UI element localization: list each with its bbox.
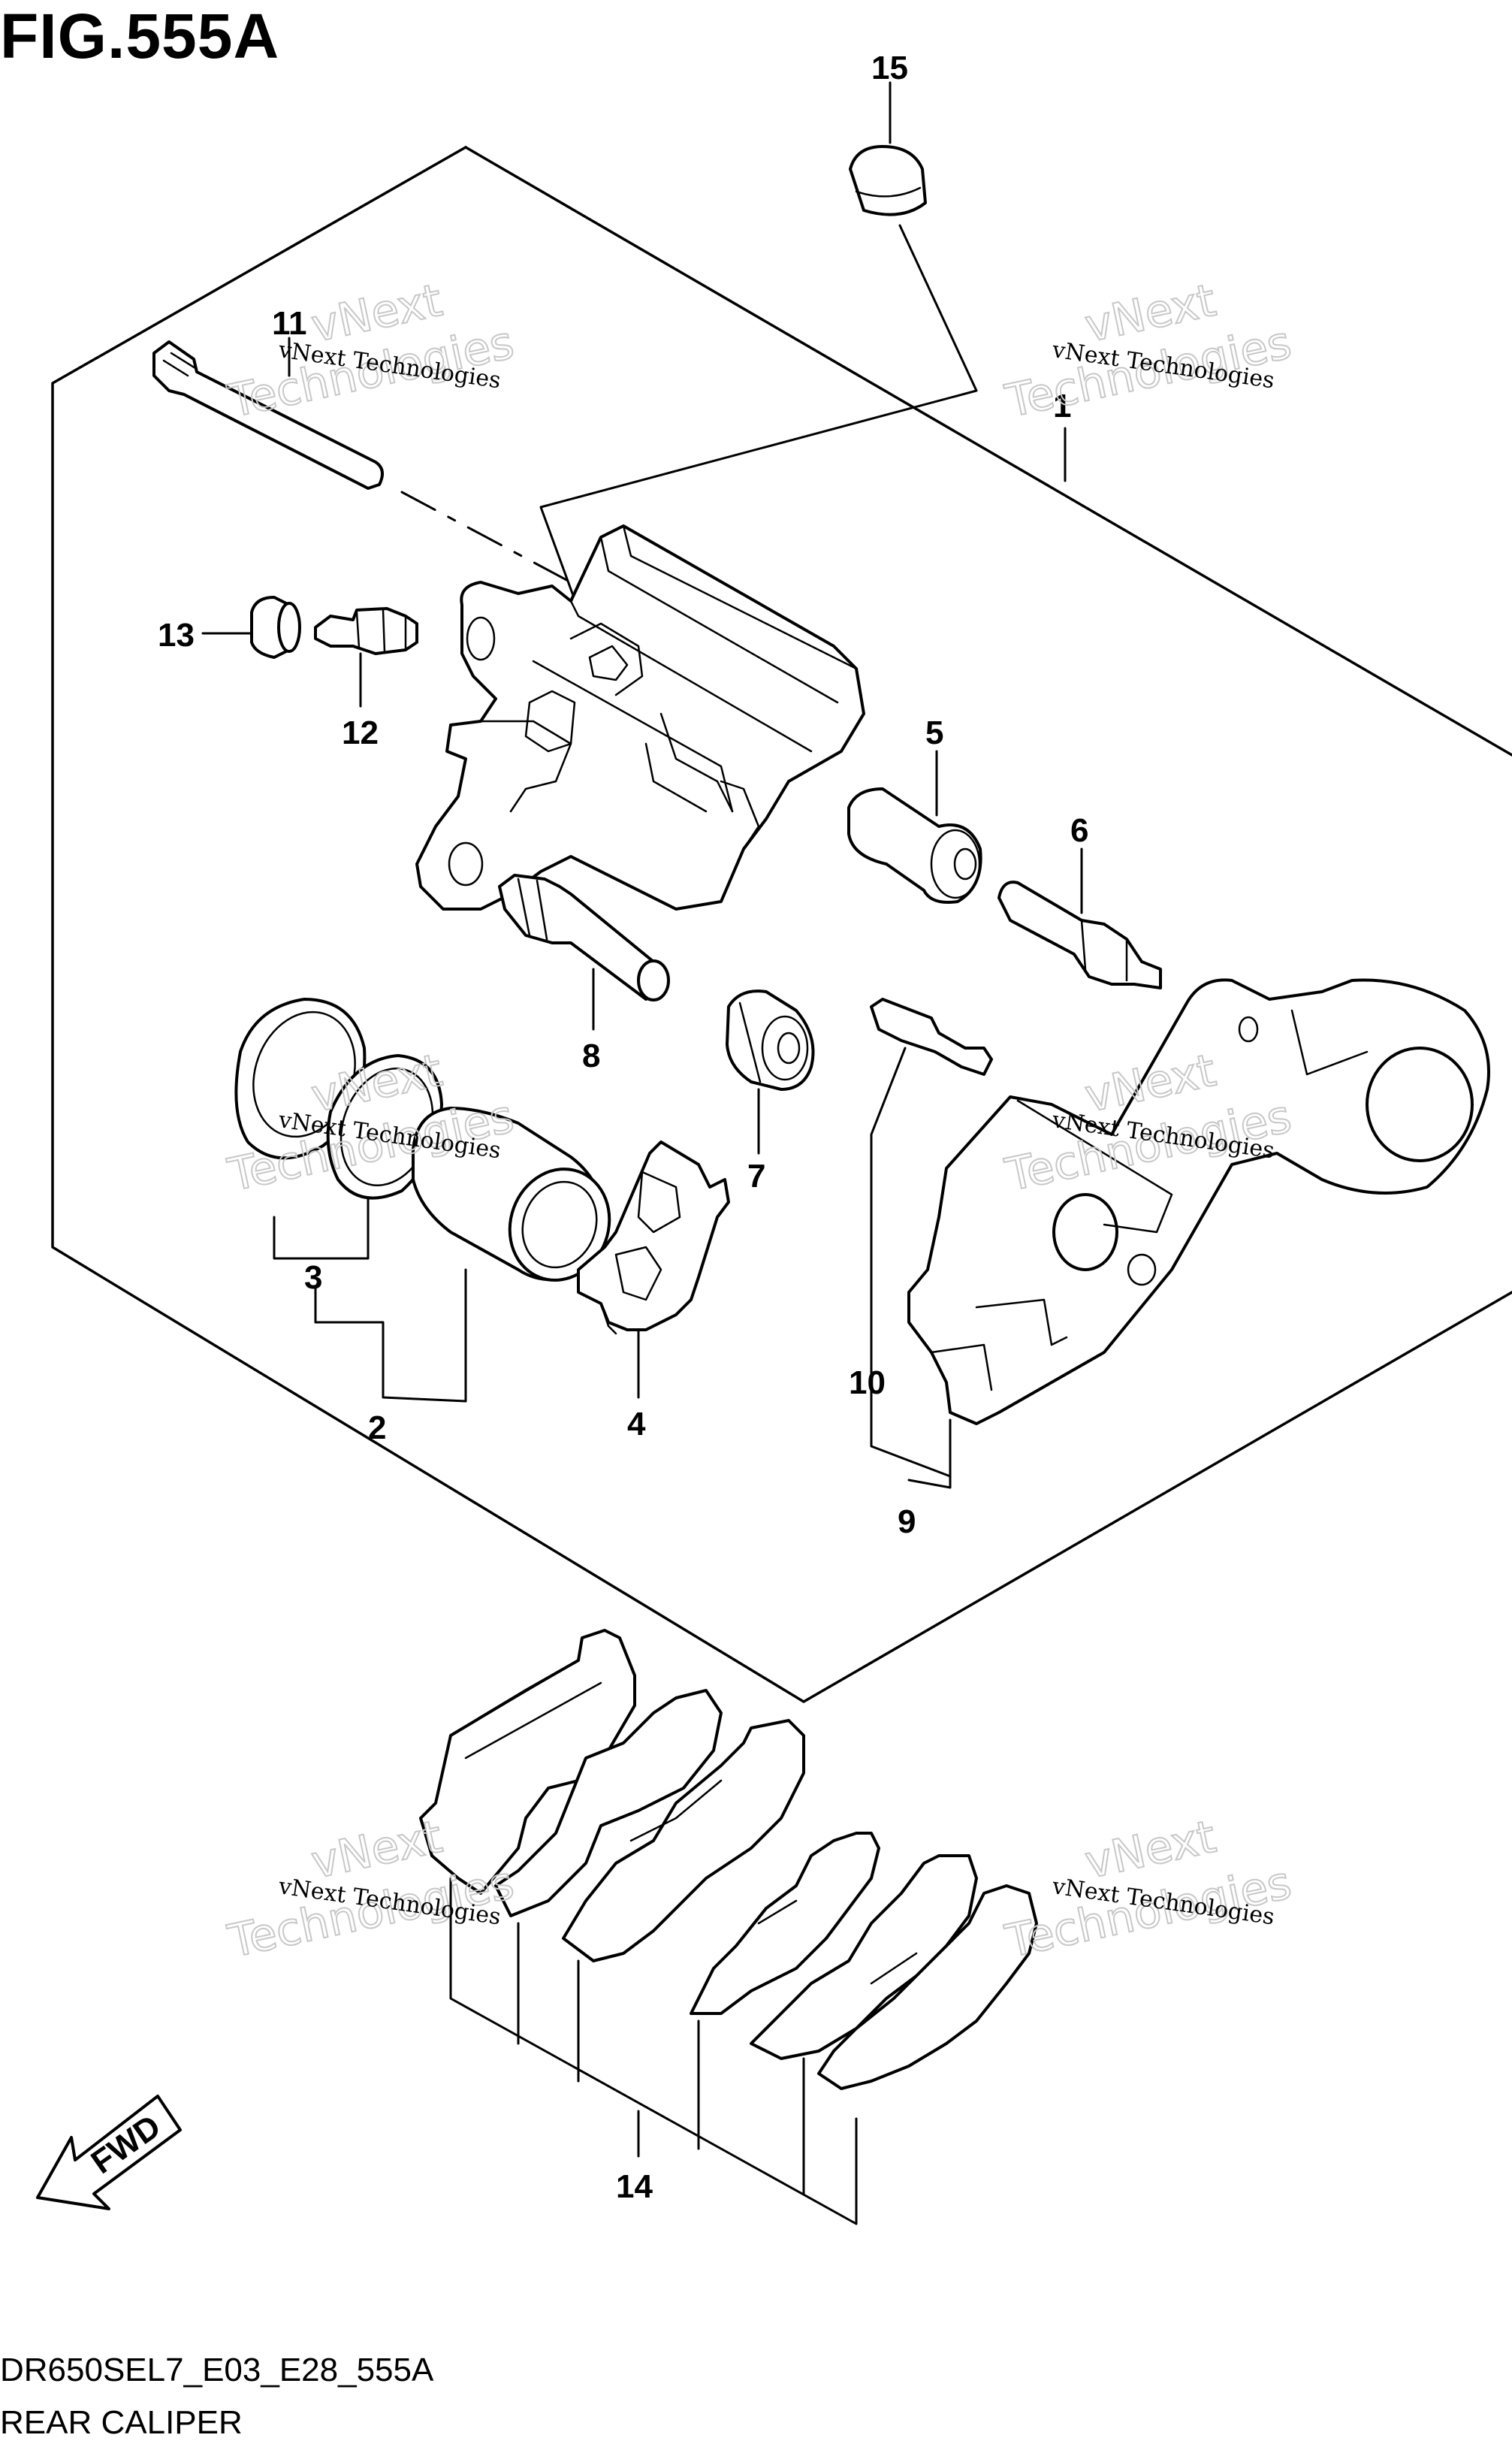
callout-1: 1 — [1053, 388, 1071, 424]
callout-15: 15 — [871, 50, 908, 86]
part-slide-pin — [498, 874, 670, 1001]
part-boot-5 — [847, 787, 982, 904]
watermark-top-right: vNext Technologies vNext Technologies — [1000, 273, 1297, 429]
callout-3: 3 — [304, 1259, 322, 1296]
figure-name: REAR CALIPER — [0, 2404, 243, 2441]
callout-8: 8 — [582, 1038, 600, 1074]
part-caliper-bracket — [907, 978, 1490, 1425]
part-brake-pads — [419, 1629, 1038, 2090]
part-bleeder-screw — [314, 607, 418, 655]
part-bushing — [726, 989, 815, 1091]
watermark-bottom-right: vNext Technologies vNext Technologies — [1000, 1810, 1297, 1969]
leader-14 — [449, 1877, 858, 2225]
callout-11: 11 — [272, 305, 307, 342]
callout-12: 12 — [342, 714, 379, 751]
callout-14: 14 — [616, 2168, 653, 2205]
leader-9 — [907, 1418, 952, 1489]
callout-9: 9 — [898, 1503, 916, 1540]
leader-10 — [870, 1047, 952, 1478]
part-pad-spring — [870, 998, 993, 1076]
callout-5: 5 — [925, 714, 943, 751]
assembly-outline-left — [51, 146, 1512, 1703]
callout-7: 7 — [747, 1158, 765, 1195]
part-cap — [849, 145, 927, 216]
leader-2 — [314, 1268, 467, 1403]
watermark-top-left: vNext Technologies vNext Technologies — [223, 273, 520, 429]
callout-2: 2 — [368, 1409, 386, 1446]
leader-3 — [273, 1197, 370, 1260]
part-caliper-body — [415, 524, 865, 911]
callout-4: 4 — [627, 1406, 646, 1442]
figure-code: DR650SEL7_E03_E28_555A — [0, 2352, 434, 2388]
figure-title: FIG.555A — [0, 1, 280, 71]
part-piston — [412, 1107, 611, 1282]
callout-6: 6 — [1070, 812, 1088, 849]
dash-11 — [400, 491, 572, 584]
assembly-outline — [464, 146, 1512, 757]
part-bleeder-cap — [250, 596, 301, 659]
callout-10: 10 — [849, 1364, 886, 1401]
part-pad-shim — [577, 1140, 730, 1335]
leader-15-lower — [539, 224, 978, 663]
part-bolt-pin — [997, 881, 1162, 989]
part-pin-long — [152, 340, 384, 490]
fwd-arrow: FWD — [36, 2095, 182, 2210]
callout-13: 13 — [158, 617, 195, 654]
